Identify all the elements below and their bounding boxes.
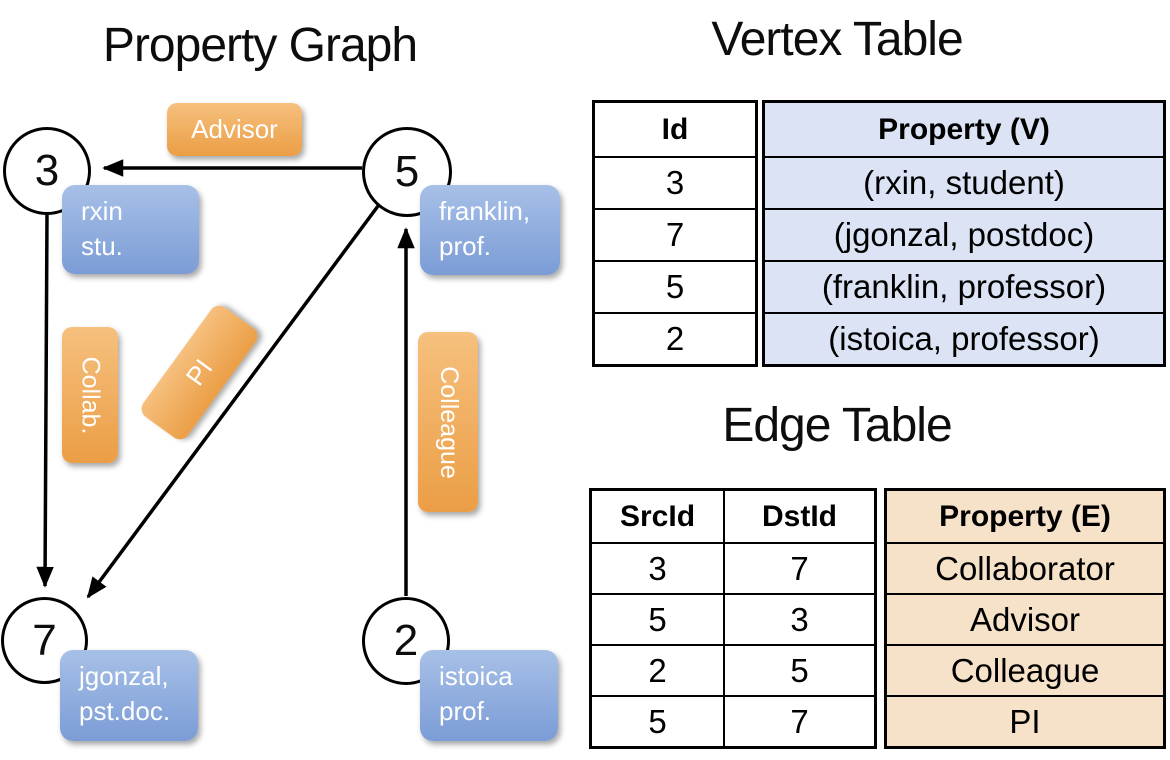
vertex-row-property: (rxin, student) bbox=[765, 156, 1163, 208]
edge-row-dst: 7 bbox=[723, 542, 874, 593]
edge-label-text: Colleague bbox=[434, 365, 463, 479]
vertex-prop-box-rxin: rxin stu. bbox=[62, 185, 199, 274]
vertex-prop-box-jgonzal: jgonzal, pst.doc. bbox=[60, 650, 198, 741]
vertex-id-label: 5 bbox=[394, 147, 420, 196]
vertex-table-title: Vertex Table bbox=[711, 13, 963, 66]
edge-label-text: Collab. bbox=[76, 356, 105, 434]
vertex-prop-box-istoica: istoica prof. bbox=[420, 650, 558, 741]
edge-row-src: 5 bbox=[592, 593, 723, 644]
vertex-row-id: 3 bbox=[595, 156, 755, 208]
prop-line: jgonzal, bbox=[79, 661, 169, 691]
vertex-row-id: 2 bbox=[595, 312, 755, 364]
edge-collaborator-3-to-7 bbox=[36, 213, 54, 588]
prop-line: istoica bbox=[439, 661, 513, 691]
vertex-table-property-column: Property (V) (rxin, student) (jgonzal, p… bbox=[762, 100, 1166, 367]
edge-pi-5-to-7 bbox=[86, 204, 380, 599]
prop-line: prof. bbox=[439, 696, 492, 726]
vertex-node-2: 2 bbox=[362, 597, 450, 685]
edge-row-property: PI bbox=[887, 695, 1163, 746]
vertex-id-label: 3 bbox=[34, 146, 60, 195]
vertex-prop-box-franklin: franklin, prof. bbox=[420, 185, 560, 275]
column-header-dstid: DstId bbox=[723, 491, 874, 542]
vertex-id-label: 2 bbox=[393, 616, 419, 665]
vertex-id-label: 7 bbox=[32, 615, 57, 665]
vertex-row-property: (franklin, professor) bbox=[765, 260, 1163, 312]
edge-row-src: 5 bbox=[592, 695, 723, 746]
edge-table-id-columns: SrcId DstId 3 7 5 3 2 5 5 7 bbox=[589, 488, 877, 749]
vertex-table-id-column: Id 3 7 5 2 bbox=[592, 100, 758, 367]
prop-line: stu. bbox=[81, 231, 123, 261]
prop-line: rxin bbox=[81, 196, 123, 226]
column-header-srcid: SrcId bbox=[619, 499, 696, 533]
property-graph-title: Property Graph bbox=[102, 19, 418, 72]
edge-row-property: Collaborator bbox=[887, 542, 1163, 593]
vertex-row-id: 7 bbox=[595, 208, 755, 260]
edge-label-colleague: Colleague bbox=[418, 332, 478, 512]
edge-table-property-column: Property (E) Collaborator Advisor Collea… bbox=[884, 488, 1166, 749]
column-header-property-v: Property (V) bbox=[765, 103, 1163, 156]
edge-row-src: 2 bbox=[592, 644, 723, 695]
vertex-row-property: (jgonzal, postdoc) bbox=[765, 208, 1163, 260]
vertex-row-property: (istoica, professor) bbox=[765, 312, 1163, 364]
edge-label-advisor: Advisor bbox=[167, 103, 302, 156]
prop-line: franklin, bbox=[439, 196, 531, 226]
prop-line: pst.doc. bbox=[79, 696, 171, 726]
prop-line: prof. bbox=[439, 231, 492, 261]
edge-row-property: Advisor bbox=[887, 593, 1163, 644]
column-header-id: Id bbox=[661, 112, 689, 146]
edge-row-dst: 7 bbox=[723, 695, 874, 746]
edge-row-src: 3 bbox=[592, 542, 723, 593]
edge-label-collab: Collab. bbox=[62, 327, 118, 463]
edge-row-dst: 3 bbox=[723, 593, 874, 644]
edge-label-text: PI bbox=[179, 353, 219, 391]
column-header-property-e: Property (E) bbox=[887, 491, 1163, 542]
edge-row-dst: 5 bbox=[723, 644, 874, 695]
graph-edges-canvas bbox=[36, 159, 415, 599]
vertex-row-id: 5 bbox=[595, 260, 755, 312]
edge-label-text: Advisor bbox=[191, 114, 278, 144]
vertex-node-5: 5 bbox=[362, 127, 452, 217]
edge-table-title: Edge Table bbox=[722, 399, 952, 452]
edge-row-property: Colleague bbox=[887, 644, 1163, 695]
